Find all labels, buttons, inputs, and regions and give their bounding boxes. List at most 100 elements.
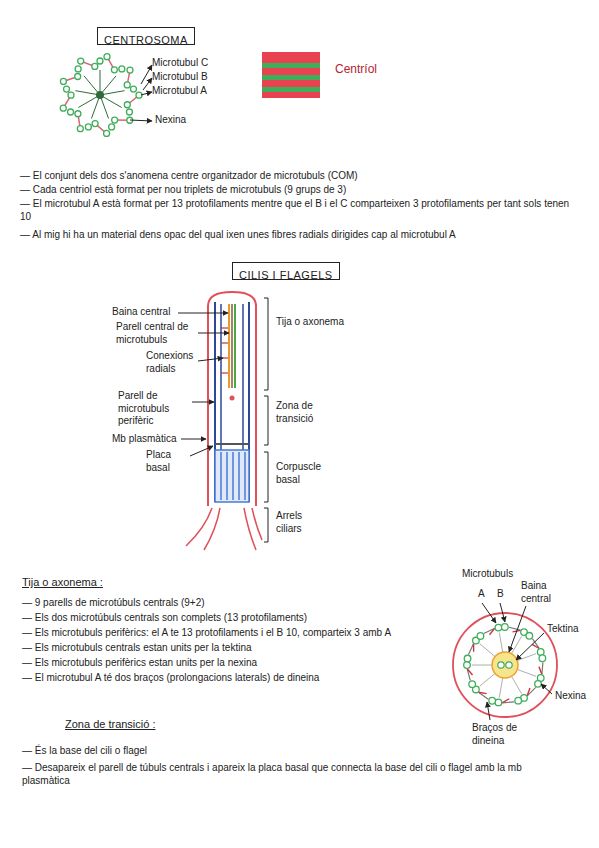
microtubule	[60, 78, 66, 84]
radial-spoke	[517, 669, 536, 676]
peripheral-microtubule	[220, 304, 222, 502]
note-text: — Desapareix el parell de túbuls central…	[22, 762, 562, 787]
microtubule	[127, 67, 133, 73]
leader-line	[192, 402, 214, 403]
note-text: — Cada centriol està format per nou trip…	[20, 184, 580, 197]
microtubule-doublet	[469, 681, 476, 688]
microtubule-doublet	[526, 632, 533, 639]
microtubule	[119, 66, 125, 72]
microtubule	[124, 102, 130, 108]
leader-line	[516, 633, 544, 660]
root-line	[186, 508, 212, 546]
section-heading: Tija o axonema :	[22, 576, 103, 590]
part-label: Baina central	[112, 306, 170, 319]
plasma-membrane	[453, 613, 557, 717]
part-label: Centríol	[335, 62, 377, 77]
note-text: — Els microtubuls centrals estan units p…	[22, 642, 442, 655]
part-label: Baina central	[521, 580, 571, 605]
bracket	[264, 508, 268, 542]
basal-body-tubules	[221, 452, 245, 500]
microtubule	[75, 73, 81, 79]
microtubule-doublet	[489, 697, 496, 704]
microtubule	[126, 109, 132, 115]
microtubule-doublet	[537, 649, 544, 656]
part-label: Zona de transició	[276, 400, 336, 425]
part-label: Placa basal	[146, 449, 188, 474]
bracket	[264, 396, 268, 445]
microtubule	[75, 66, 81, 72]
part-label: Nexina	[155, 114, 186, 127]
leader-line	[190, 446, 213, 456]
basal-tubule	[220, 452, 222, 500]
radial-spoke	[499, 633, 502, 653]
central-microtubule	[506, 662, 512, 668]
nexin-link	[509, 627, 520, 630]
central-sheath	[492, 652, 518, 678]
microtubule	[68, 109, 74, 115]
microtubule	[124, 82, 130, 88]
microtubule-doublet	[515, 697, 522, 704]
leader-line	[500, 603, 505, 622]
radial-spoke	[480, 644, 495, 657]
central-sheath	[231, 304, 233, 388]
centriole-body	[262, 52, 320, 98]
ciliary-roots	[186, 508, 262, 550]
microtubule-doublet	[502, 624, 509, 631]
basal-tubule	[244, 452, 246, 500]
leader-lines	[130, 65, 152, 121]
nexin-link	[468, 644, 473, 655]
heading-text: CILIS I FLAGELS	[239, 269, 333, 281]
dynein-arm	[532, 644, 539, 648]
leader-line	[181, 439, 206, 440]
microtubule	[104, 54, 110, 60]
axoneme-cross-section	[453, 613, 557, 717]
part-label: A	[478, 588, 485, 601]
note-text: — Els dos microtúbuls centrals son compl…	[22, 612, 442, 625]
central-microtubule	[234, 304, 236, 388]
dynein-arm	[473, 644, 474, 652]
microtubule-doublet	[535, 681, 542, 688]
microtubule	[109, 124, 115, 130]
microtubule	[60, 105, 66, 111]
microtubule	[112, 117, 118, 123]
microtubule	[111, 67, 117, 73]
microtubule	[85, 124, 91, 130]
central-hub	[96, 91, 104, 99]
basal-tubule	[232, 452, 234, 500]
centriole-cross-section	[60, 54, 142, 137]
radial-spoke	[472, 665, 492, 666]
leader-lines	[178, 313, 229, 456]
part-label: Mb plasmàtica	[112, 433, 176, 446]
dynein-arm	[502, 699, 509, 703]
central-microtubule	[228, 304, 230, 388]
note-text: — Els microtubuls perifèrics estan units…	[22, 657, 442, 670]
microtubule	[75, 111, 81, 117]
radial-spoke	[499, 678, 502, 698]
part-label: B	[497, 588, 504, 601]
root-line	[204, 508, 220, 550]
basal-body	[215, 450, 249, 502]
leader-line	[141, 92, 152, 95]
part-label: Tektina	[547, 623, 579, 636]
radial-spoke	[512, 636, 522, 653]
radial-spoke	[480, 673, 495, 686]
note-text: — Al mig hi ha un material dens opac del…	[20, 229, 580, 242]
basal-tubule	[238, 452, 240, 500]
part-label: Microtubul B	[152, 71, 208, 84]
leader-line	[178, 313, 228, 314]
note-text: — Els microtubuls perifèrics: el A te 13…	[22, 627, 442, 640]
heading-text: CENTROSOMA	[104, 34, 188, 46]
section-heading: Zona de transició :	[65, 718, 156, 732]
part-label: Braços de dineina	[472, 722, 524, 747]
brackets	[264, 298, 268, 542]
centriole-drawing	[262, 52, 320, 98]
plasma-membrane	[208, 292, 256, 506]
axosome-dot	[230, 396, 235, 401]
part-label: Parell de microtubuls perifèric	[118, 390, 190, 428]
heading-box: CENTROSOMA	[97, 27, 195, 45]
microtubule	[92, 121, 98, 127]
radial-spoke	[221, 327, 228, 328]
leader-line	[198, 358, 223, 361]
dynein-arm	[467, 669, 472, 675]
